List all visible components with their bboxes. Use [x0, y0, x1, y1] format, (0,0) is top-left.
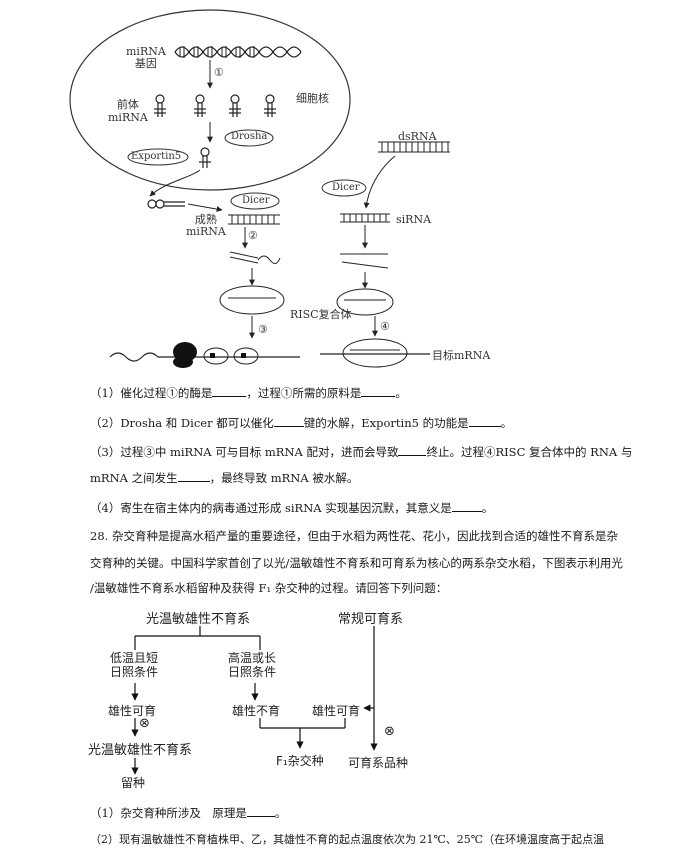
risc-bound-2 — [233, 347, 259, 365]
normal-fertile-label: 常规可育系 — [338, 612, 404, 627]
step3-label: ③ — [258, 323, 268, 336]
mirna-gene-dna-icon — [174, 46, 302, 58]
risc-bound-1 — [203, 347, 229, 365]
dsrna-arrow — [363, 155, 396, 209]
question-1-4: （4）寄生在宿主体内的病毒通过形成 siRNA 实现基因沉默，其意义是。 — [90, 501, 494, 515]
risc-label: RISC复合体 — [290, 308, 352, 321]
pre-mirna-hairpins — [154, 94, 276, 117]
to-dicer-arrow — [187, 203, 223, 213]
unwinding-strand — [229, 251, 281, 264]
question-1-3b: mRNA 之间发生，最终导致 mRNA 被水解。 — [90, 471, 359, 485]
nucleus-label: 细胞核 — [296, 92, 329, 105]
sirna-duplex — [340, 213, 390, 223]
drosha-oval — [224, 129, 274, 147]
low-temp-condition-label: 低温且短 日照条件 — [110, 651, 159, 679]
step1-label: ① — [214, 66, 224, 79]
dsrna-label: dsRNA — [398, 130, 437, 143]
dicer-left-label: Dicer — [242, 195, 270, 206]
nucleus-outline — [69, 9, 351, 191]
dicer-right-oval — [321, 179, 367, 197]
question-1-3: （3）过程③中 miRNA 可与目标 mRNA 配对，进而会导致终止。过程④RI… — [90, 445, 633, 459]
question-1-1: （1）催化过程①的酶是，过程①所需的原料是。 — [90, 386, 407, 400]
question-2-2: （2）现有温敏雄性不育植株甲、乙，其雄性不育的起点温度依次为 21℃、25℃（在… — [90, 833, 605, 846]
mirna-gene-label: miRNA 基因 — [126, 45, 166, 70]
risc-left-oval — [219, 285, 285, 315]
risc-right-oval — [336, 288, 394, 316]
sterile-line-label: 光温敏雄性不育系 — [146, 612, 251, 627]
keep-seed-label: 留种 — [121, 776, 146, 790]
q28-line2: 交育种的关键。中国科学家首创了以光/温敏雄性不育系和可育系为核心的两系杂交水稻，… — [90, 556, 623, 570]
exportin5-label: Exportin5 — [131, 151, 182, 162]
mature-mirna-duplex — [228, 214, 280, 225]
dsrna-duplex — [378, 141, 450, 153]
q28-line3: /温敏雄性不育系水稻留种及获得 F₁ 杂交种的过程。请回答下列问题： — [90, 581, 448, 595]
high-temp-condition-label: 高温或长 日照条件 — [228, 651, 277, 679]
sirna-unwinding — [340, 253, 389, 269]
self-cross-right-icon: ⊗ — [384, 724, 395, 739]
sterile-line-bottom-label: 光温敏雄性不育系 — [88, 743, 193, 758]
male-fertile-right-label: 雄性可育 — [312, 704, 361, 718]
step4-label: ④ — [380, 320, 390, 333]
drosha-label: Drosha — [231, 131, 268, 142]
self-cross-left-icon: ⊗ — [139, 716, 150, 731]
step2-label: ② — [248, 229, 258, 242]
dicer-right-label: Dicer — [332, 182, 360, 193]
fertile-variety-label: 可育系品种 — [348, 756, 409, 770]
exportin5-oval — [127, 148, 189, 166]
dicer-left-oval — [230, 192, 280, 210]
q28-line1: 28. 杂交育种是提高水稻产量的重要途径，但由于水稻为两性花、花小，因此找到合适… — [90, 529, 618, 543]
cropped-hairpin — [199, 147, 211, 168]
rnai-figure — [69, 9, 450, 368]
f1-hybrid-label: F₁杂交种 — [276, 754, 324, 768]
mature-mirna-label: 成熟 miRNA — [186, 213, 226, 238]
sirna-label: siRNA — [396, 213, 432, 226]
pre-mirna-label: 前体 miRNA — [108, 98, 148, 124]
question-1-2: （2）Drosha 和 Dicer 都可以催化键的水解，Exportin5 的功… — [90, 416, 513, 430]
male-fertile-left-label: 雄性可育 — [108, 704, 157, 718]
target-mrna-label: 目标mRNA — [432, 349, 491, 362]
export-arrow — [149, 169, 201, 197]
cytoplasm-hairpin — [147, 199, 185, 209]
mrna-strand-left — [109, 352, 300, 362]
male-sterile-label: 雄性不育 — [232, 704, 281, 718]
question-2-1: （1）杂交育种所涉及 原理是。 — [90, 806, 287, 820]
risc-target-oval — [342, 338, 408, 368]
